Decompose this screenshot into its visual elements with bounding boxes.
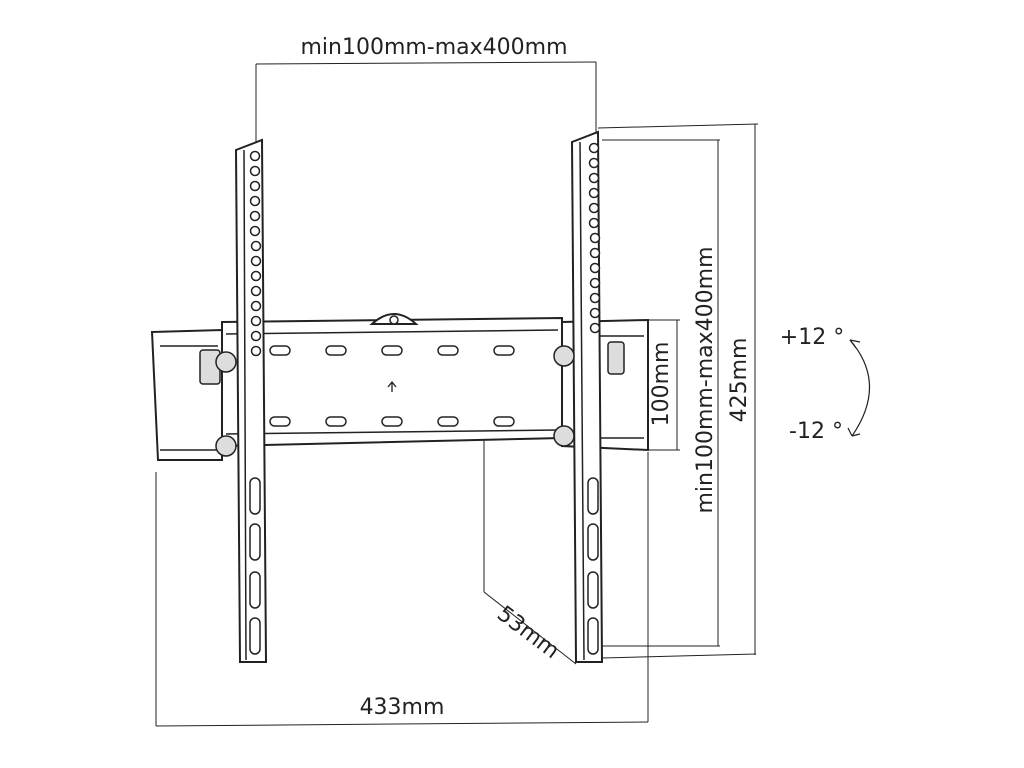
tilt-down-label: -12 ° [789, 419, 843, 444]
total-width-label: 433mm [360, 695, 445, 720]
tilt-arc-arrow-icon [849, 339, 871, 437]
up-arrow-icon [387, 380, 397, 392]
right-arm [553, 130, 604, 663]
dimension-lines [155, 61, 871, 727]
total-height-label: 425mm [727, 338, 752, 423]
wall-plate [150, 313, 649, 461]
depth-label: 53mm [492, 602, 564, 665]
tilt-up-label: +12 ° [780, 325, 844, 350]
left-arm [215, 138, 268, 663]
plate-height-label: 100mm [649, 342, 674, 427]
right-height-label: min100mm-max400mm [693, 246, 718, 513]
top-width-label: min100mm-max400mm [300, 35, 567, 60]
